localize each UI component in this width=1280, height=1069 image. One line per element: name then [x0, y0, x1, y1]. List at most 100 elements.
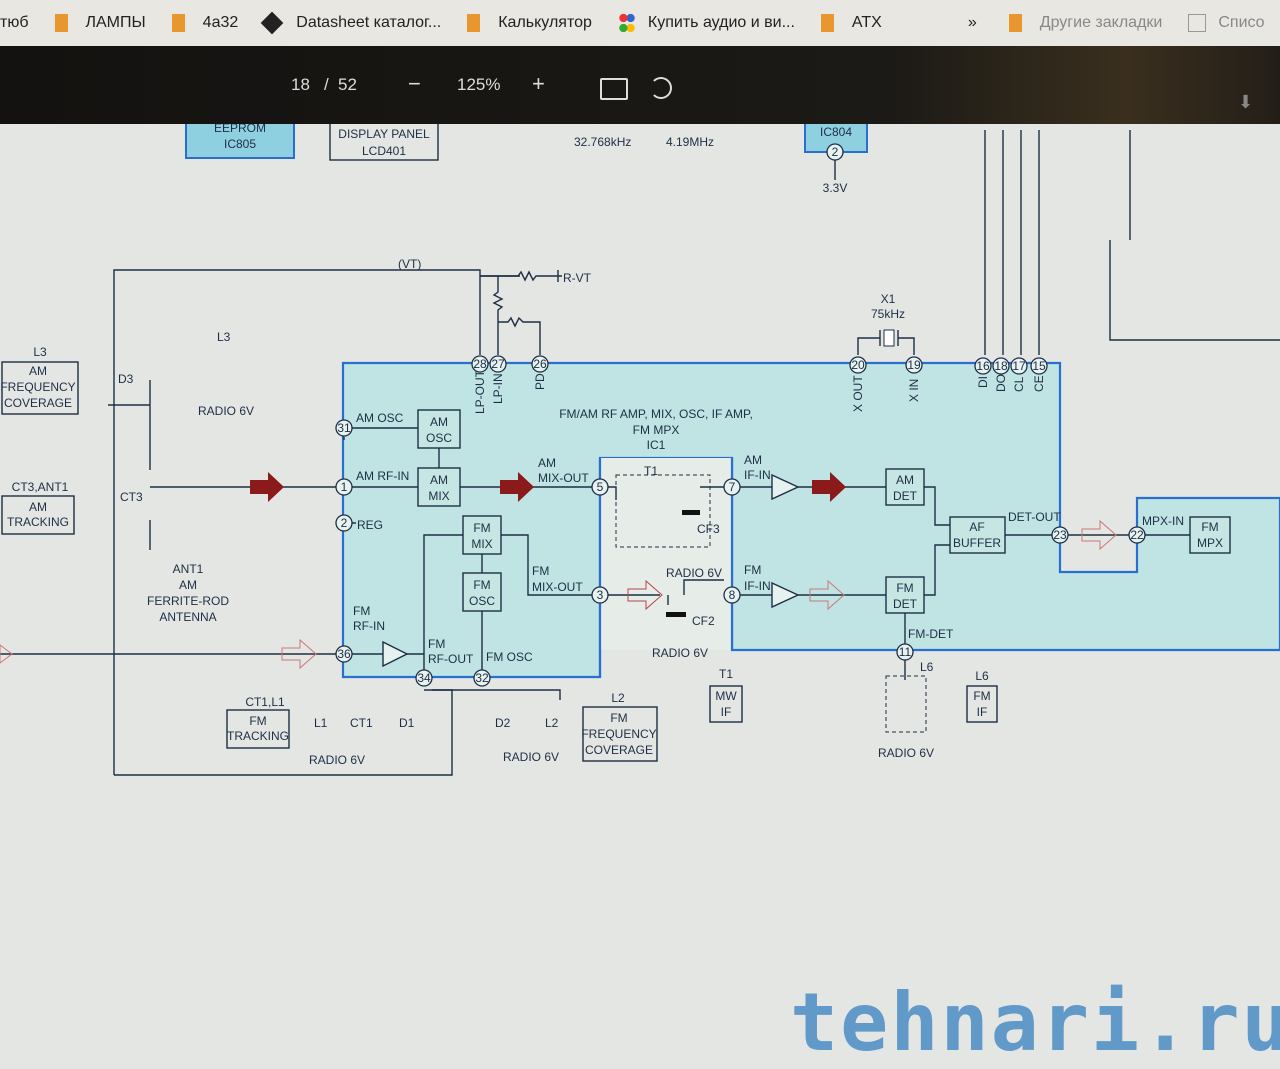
svg-text:R-VT: R-VT [563, 271, 592, 285]
svg-text:DI: DI [976, 376, 990, 388]
svg-text:X OUT: X OUT [851, 375, 865, 412]
svg-text:8: 8 [729, 588, 736, 602]
folder-icon [467, 14, 481, 32]
chip-icon [260, 11, 284, 35]
svg-text:IF: IF [977, 705, 988, 719]
svg-text:FM: FM [1201, 520, 1218, 534]
bookmark-datasheet[interactable]: Datasheet каталог... [260, 11, 442, 35]
zoom-level[interactable]: 125% [457, 75, 501, 94]
page-number-input[interactable]: 18 [291, 75, 310, 94]
svg-text:RADIO 6V: RADIO 6V [309, 753, 365, 767]
svg-text:CT1,L1: CT1,L1 [245, 695, 285, 709]
bookmark-4a32[interactable]: 4a32 [171, 14, 238, 32]
svg-text:2: 2 [341, 516, 348, 530]
svg-text:23: 23 [1053, 528, 1067, 542]
folder-icon [171, 14, 185, 32]
svg-text:EEPROM: EEPROM [214, 124, 266, 135]
svg-text:LP-IN: LP-IN [491, 373, 505, 404]
svg-text:28: 28 [473, 357, 487, 371]
svg-text:3: 3 [597, 588, 604, 602]
svg-text:COVERAGE: COVERAGE [585, 743, 653, 757]
google-dots-icon [617, 13, 636, 33]
crystal-freq-label: 4.19MHz [666, 135, 714, 149]
bookmark-label: Купить аудио и ви... [647, 14, 795, 31]
svg-text:L3: L3 [33, 345, 47, 359]
svg-text:BUFFER: BUFFER [953, 536, 1001, 550]
svg-text:L6: L6 [975, 669, 989, 683]
bookmark-label: Калькулятор [498, 14, 592, 31]
svg-text:1: 1 [341, 480, 348, 494]
svg-text:RF-IN: RF-IN [353, 619, 385, 633]
svg-text:RADIO 6V: RADIO 6V [503, 750, 559, 764]
svg-text:MIX: MIX [471, 537, 492, 551]
svg-text:7: 7 [729, 480, 736, 494]
signal-flow-arrows [0, 472, 1117, 670]
reading-list[interactable]: Списо [1188, 14, 1265, 32]
svg-text:IC804: IC804 [820, 125, 852, 139]
svg-text:FM: FM [353, 604, 370, 618]
svg-text:FM-DET: FM-DET [908, 627, 954, 641]
svg-text:22: 22 [1130, 528, 1144, 542]
svg-text:3.3V: 3.3V [823, 181, 848, 195]
folder-icon [820, 14, 834, 32]
svg-text:PD: PD [533, 373, 547, 390]
svg-text:RADIO 6V: RADIO 6V [652, 646, 708, 660]
bookmark-atx[interactable]: ATX [820, 14, 882, 32]
bookmark-buy-audio[interactable]: Купить аудио и ви... [617, 13, 795, 33]
zoom-out-button[interactable]: − [408, 71, 421, 96]
svg-text:REG: REG [357, 518, 383, 532]
fit-page-icon[interactable] [600, 78, 628, 100]
svg-text:CF3: CF3 [697, 522, 720, 536]
svg-text:FREQUENCY: FREQUENCY [581, 727, 656, 741]
svg-text:26: 26 [533, 357, 547, 371]
crystal-freq-label: 32.768kHz [574, 135, 631, 149]
svg-text:FM: FM [896, 581, 913, 595]
svg-text:AM: AM [896, 473, 914, 487]
bookmark-calculator[interactable]: Калькулятор [467, 14, 592, 32]
svg-text:MIX: MIX [428, 489, 449, 503]
svg-text:ANT1: ANT1 [173, 562, 204, 576]
reading-list-icon [1188, 14, 1207, 32]
more-bookmarks-button[interactable]: » [968, 14, 977, 32]
svg-text:20: 20 [851, 358, 865, 372]
svg-text:X1: X1 [881, 292, 896, 306]
bookmark-tyub[interactable]: тюб [0, 14, 29, 32]
svg-text:FM OSC: FM OSC [486, 650, 533, 664]
svg-text:RADIO 6V: RADIO 6V [666, 566, 722, 580]
zoom-in-button[interactable]: + [532, 71, 545, 96]
svg-text:DISPLAY PANEL: DISPLAY PANEL [338, 127, 430, 141]
svg-text:MW: MW [715, 689, 737, 703]
svg-text:MIX-OUT: MIX-OUT [538, 471, 589, 485]
svg-text:DET: DET [893, 489, 918, 503]
download-icon[interactable]: ⬇ [1238, 92, 1254, 112]
bookmark-label: Другие закладки [1039, 14, 1163, 31]
other-bookmarks[interactable]: Другие закладки [1008, 14, 1163, 32]
svg-text:FREQUENCY: FREQUENCY [0, 380, 75, 394]
svg-text:T1: T1 [644, 464, 658, 478]
svg-text:MPX-IN: MPX-IN [1142, 514, 1184, 528]
svg-text:DET: DET [893, 597, 918, 611]
svg-text:X IN: X IN [907, 379, 921, 402]
svg-text:FM: FM [473, 578, 490, 592]
svg-text:AM: AM [430, 473, 448, 487]
svg-text:FM: FM [610, 711, 627, 725]
reading-list-label: Списо [1218, 14, 1265, 31]
svg-text:COVERAGE: COVERAGE [4, 396, 72, 410]
bookmark-lampy[interactable]: ЛАМПЫ [54, 14, 146, 32]
svg-text:AF: AF [969, 520, 984, 534]
svg-text:16: 16 [976, 359, 990, 373]
ic1-title: FM/AM RF AMP, MIX, OSC, IF AMP, [559, 407, 753, 421]
svg-text:AM: AM [430, 415, 448, 429]
svg-text:11: 11 [899, 645, 912, 659]
svg-text:CE: CE [1032, 375, 1046, 392]
svg-text:L1: L1 [314, 716, 328, 730]
svg-text:T1: T1 [719, 667, 733, 681]
bookmark-label: Datasheet каталог... [296, 14, 442, 31]
bookmark-label: тюб [0, 14, 29, 31]
svg-text:LCD401: LCD401 [362, 144, 406, 158]
svg-text:CT3,ANT1: CT3,ANT1 [12, 480, 69, 494]
rotate-icon[interactable] [650, 77, 672, 99]
folder-icon [54, 14, 68, 32]
page-total: 52 [338, 75, 357, 94]
